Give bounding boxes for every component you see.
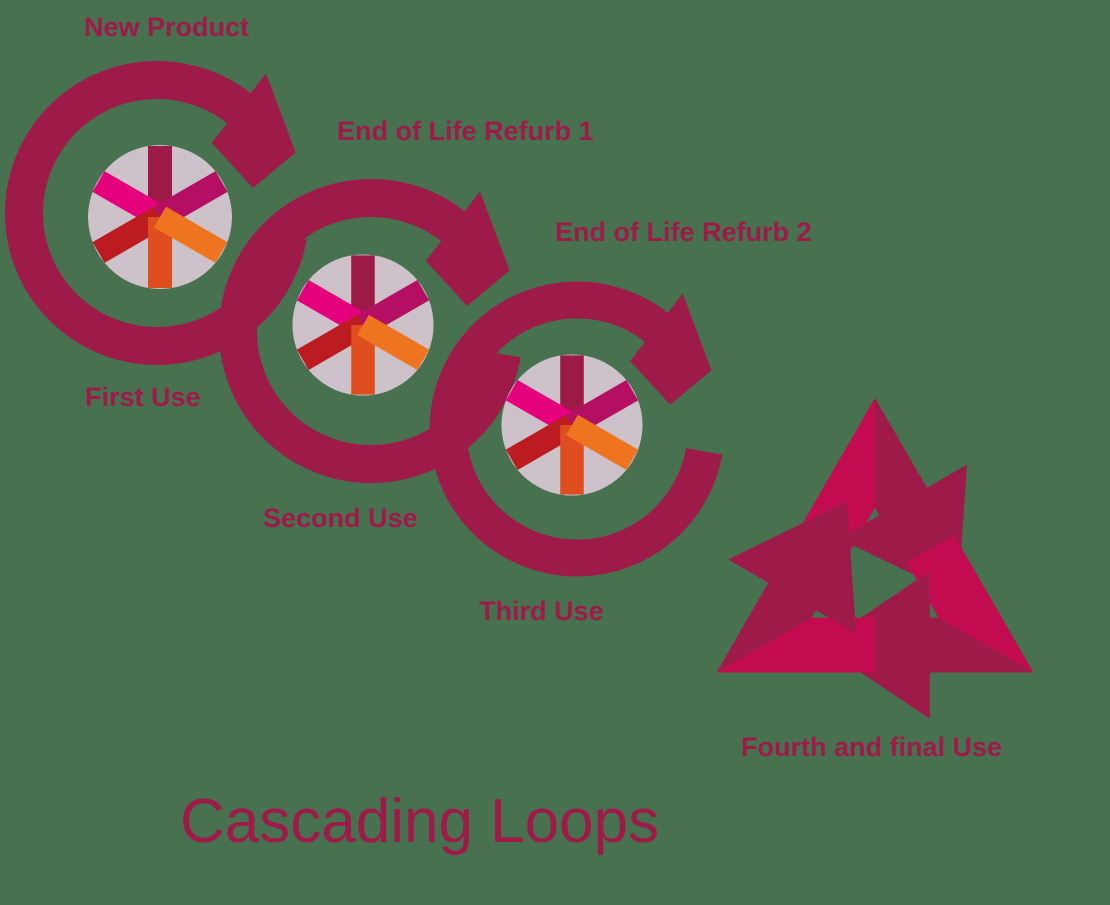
label-end-of-life-refurb-2: End of Life Refurb 2 bbox=[555, 217, 812, 247]
loop-3-asterisk-icon bbox=[501, 354, 643, 496]
page-title: Cascading Loops bbox=[180, 787, 660, 856]
label-first-use: First Use bbox=[85, 382, 201, 412]
label-second-use: Second Use bbox=[263, 503, 418, 533]
label-fourth-and-final-use: Fourth and final Use bbox=[741, 732, 1003, 762]
loop-1-asterisk-icon bbox=[88, 145, 232, 289]
label-new-product: New Product bbox=[84, 12, 250, 42]
label-end-of-life-refurb-1: End of Life Refurb 1 bbox=[337, 116, 594, 146]
label-third-use: Third Use bbox=[479, 596, 604, 626]
recycle-icon bbox=[670, 398, 1074, 753]
loop-2-asterisk-icon bbox=[292, 254, 434, 396]
